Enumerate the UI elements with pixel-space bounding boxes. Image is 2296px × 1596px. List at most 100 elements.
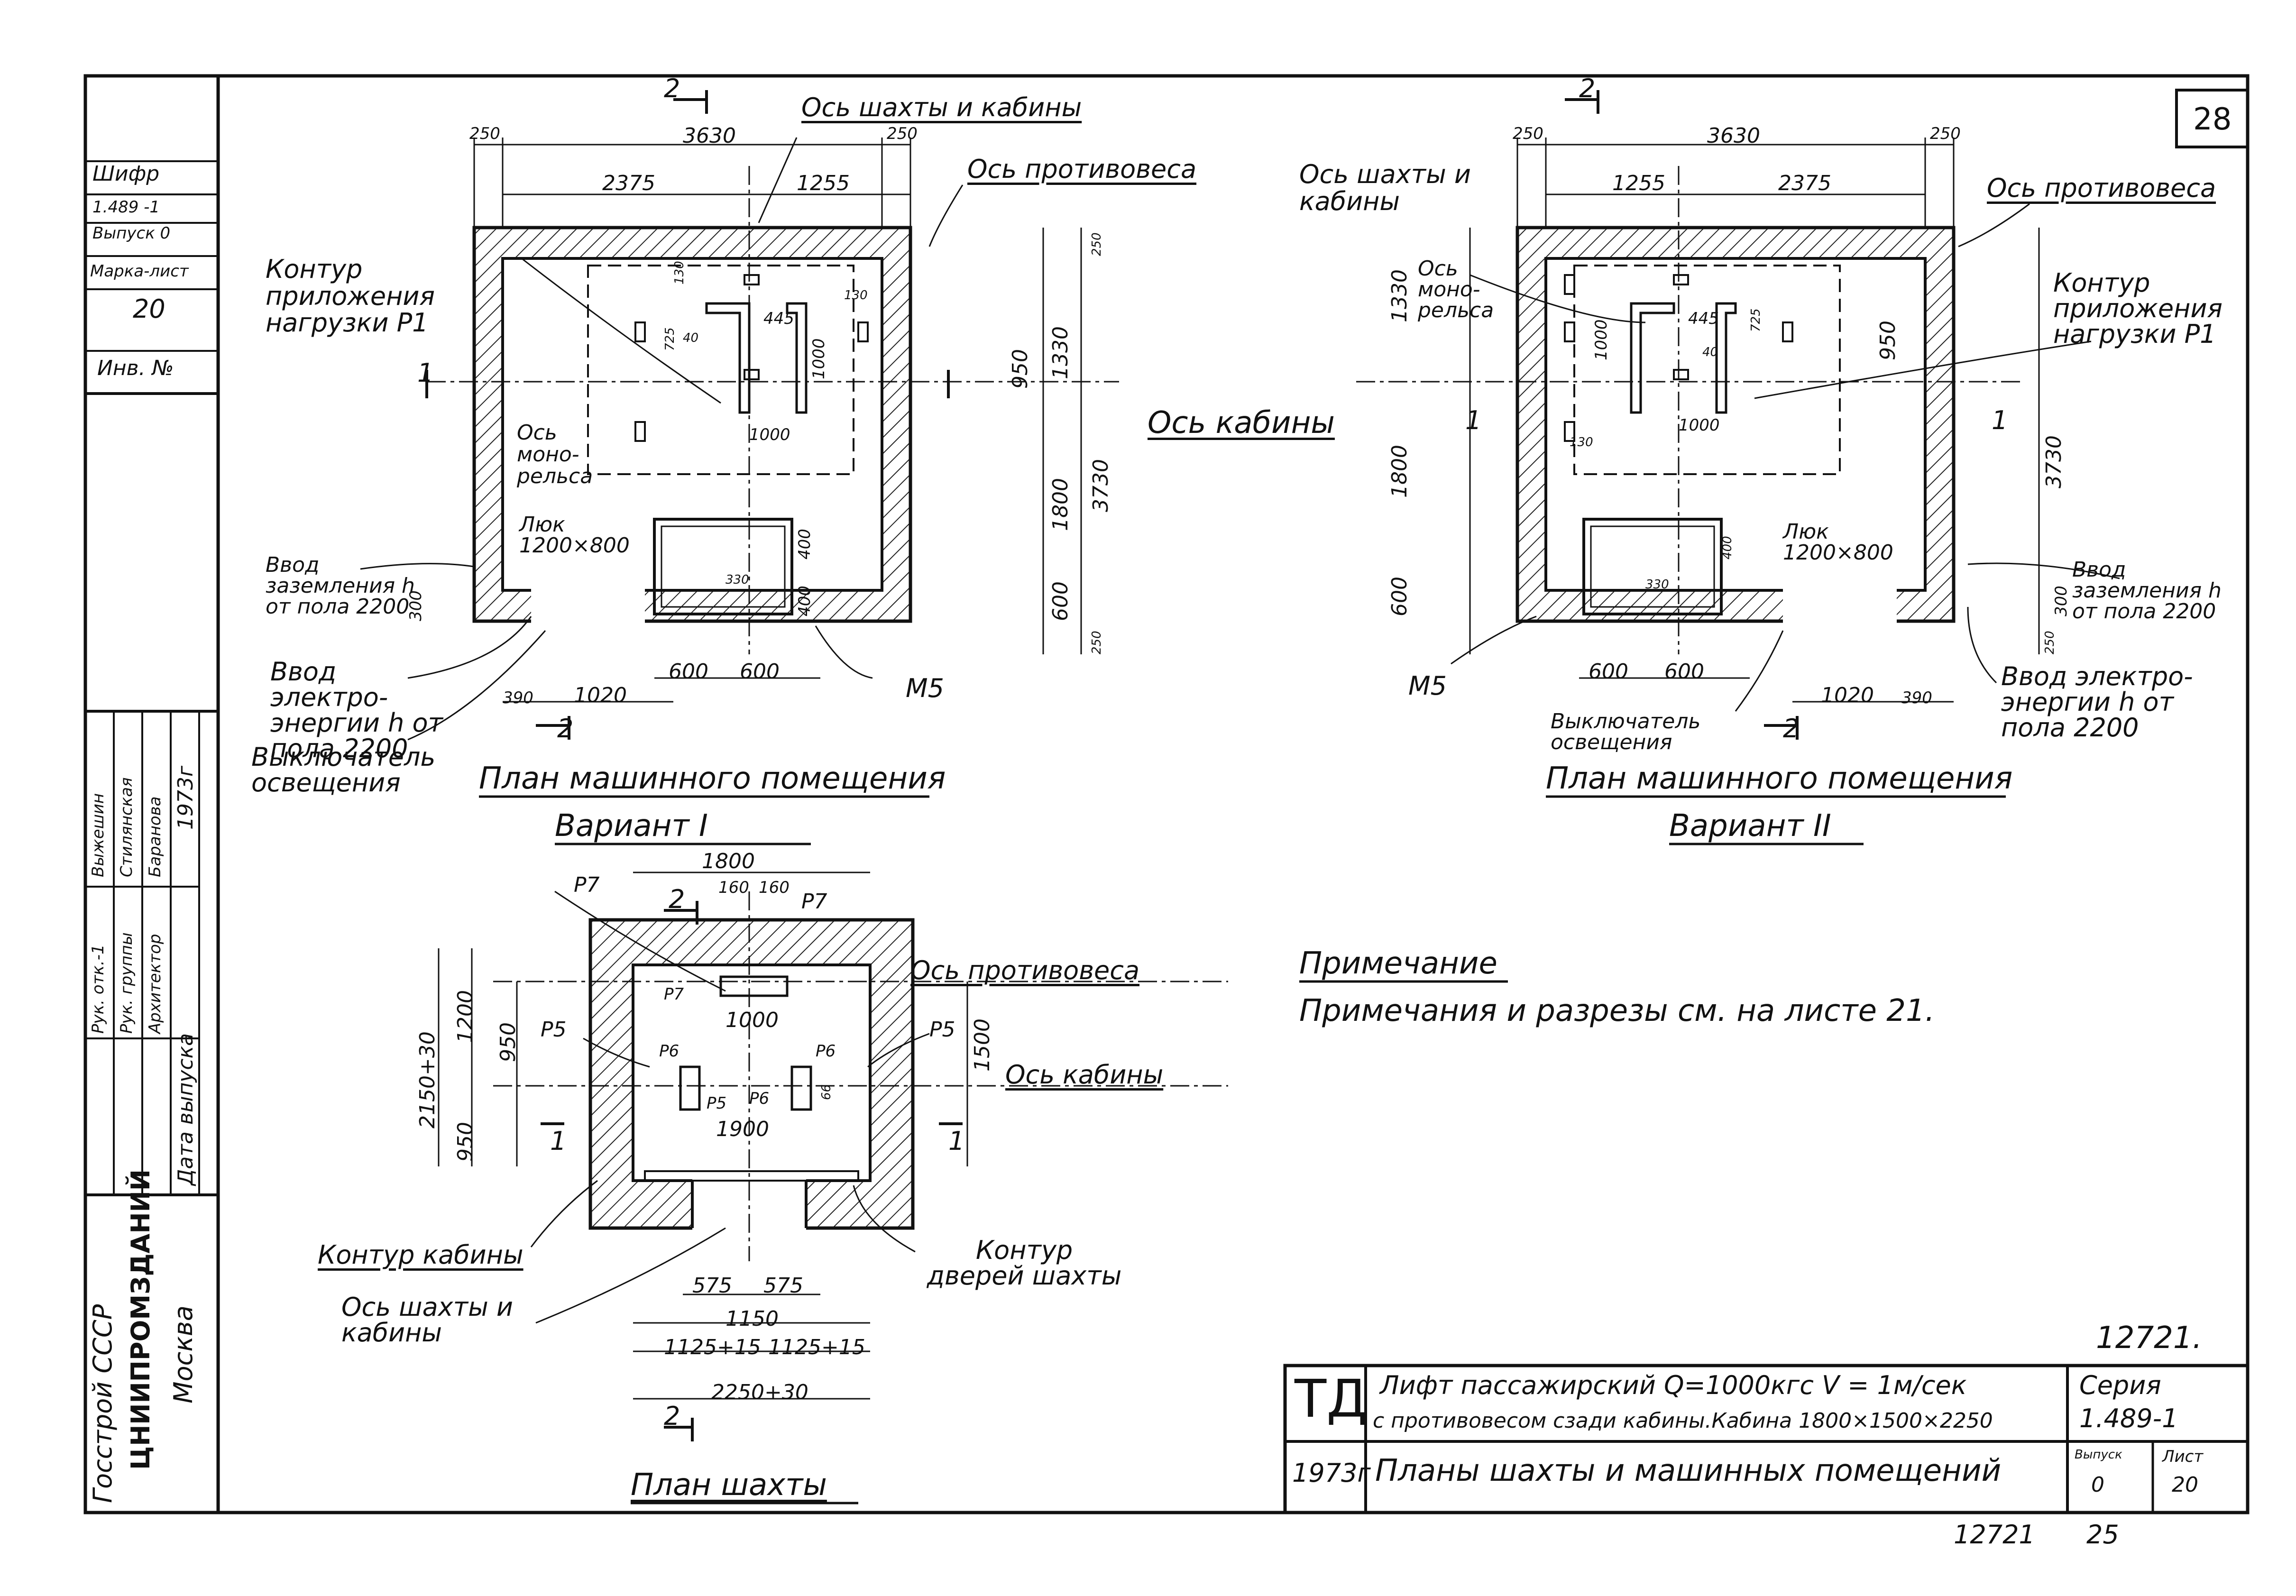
shaft-p7b: P7 bbox=[801, 890, 827, 914]
variant-1-plan bbox=[360, 90, 1119, 845]
shaft-p5a: P5 bbox=[541, 1018, 567, 1042]
org-line-2: ЦНИИПРОМЗДАНИЙ bbox=[126, 1169, 156, 1470]
v2-dim-330: 330 bbox=[1645, 578, 1669, 592]
shaft-dim-950a: 950 bbox=[496, 1022, 520, 1062]
shaft-dim-160b: 160 bbox=[759, 878, 790, 897]
v1-power-input-label: Ввод электро- энергии h от пола 2200 bbox=[270, 657, 443, 763]
mark-sheet-label: Марка-лист bbox=[90, 262, 189, 281]
v1-dim-1000b: 1000 bbox=[749, 425, 790, 444]
v1-shaft-axis-label: Ось шахты и кабины bbox=[801, 92, 1082, 122]
shaft-cabin-axis-label: Ось кабины bbox=[1005, 1060, 1164, 1090]
role-1: Рук. отк.-1 bbox=[89, 944, 108, 1034]
v1-dim-h-wall-bottom: 250 bbox=[1090, 631, 1104, 654]
shaft-p6a: P6 bbox=[659, 1042, 680, 1061]
v2-dim-250: 250 bbox=[2043, 631, 2057, 654]
v2-dim-h-total: 3730 bbox=[2042, 435, 2066, 488]
v2-variant: Вариант II bbox=[1669, 808, 1831, 844]
v2-dim-600b: 600 bbox=[1664, 660, 1704, 684]
shaft-p7c: P7 bbox=[664, 985, 684, 1004]
v2-dim-445: 445 bbox=[1688, 309, 1719, 328]
shaft-dim-1200: 1200 bbox=[453, 990, 478, 1043]
v1-dim-950: 950 bbox=[1008, 349, 1032, 389]
v1-m5-label: М5 bbox=[906, 673, 944, 703]
title-mark: ТД bbox=[1295, 1368, 1368, 1429]
v2-dim-w2: 2375 bbox=[1778, 171, 1831, 195]
role-3: Архитектор bbox=[146, 934, 165, 1034]
shaft-dim-1800: 1800 bbox=[702, 849, 755, 873]
bottom-number: 12721 bbox=[1954, 1520, 2035, 1550]
shaft-dim-66: 66 bbox=[819, 1084, 834, 1100]
v2-dim-total: 3630 bbox=[1707, 124, 1760, 148]
v1-dim-300: 300 bbox=[406, 590, 425, 621]
v1-variant: Вариант I bbox=[555, 808, 708, 844]
shaft-dim-1500: 1500 bbox=[970, 1018, 994, 1072]
v2-monorail-axis-label: Ось моно- рельса bbox=[1418, 257, 1494, 322]
shaft-counterweight-axis-label: Ось противовеса bbox=[910, 955, 1140, 985]
series-label: Серия bbox=[2079, 1370, 2161, 1400]
v2-dim-1020: 1020 bbox=[1821, 683, 1874, 707]
variant-2-plan bbox=[1356, 90, 2120, 845]
title-line-1: Лифт пассажирский Q=1000кгс V = 1м/сек bbox=[1380, 1370, 1967, 1400]
shaft-p6c: P6 bbox=[749, 1089, 770, 1108]
v2-shaft-axis-label: Ось шахты и кабины bbox=[1299, 159, 1471, 216]
v2-dim-300: 300 bbox=[2052, 586, 2071, 616]
v2-ground-input-label: Ввод заземления h от пола 2200 bbox=[2072, 558, 2222, 624]
v2-section-1-left: 1 bbox=[1465, 405, 1482, 435]
title-line-2: с противовесом сзади кабины.Кабина 1800×… bbox=[1373, 1409, 1993, 1433]
v1-dim-400b: 400 bbox=[795, 586, 814, 616]
org-line-1: Госстрой СССР bbox=[88, 1304, 118, 1503]
v1-dim-right-wall: 250 bbox=[887, 124, 918, 143]
v1-dim-390: 390 bbox=[503, 688, 533, 707]
shaft-dim-1000: 1000 bbox=[726, 1008, 779, 1032]
v1-light-switch-label: Выключатель освещения bbox=[251, 742, 436, 798]
shaft-dim-2150: 2150+30 bbox=[415, 1031, 440, 1128]
v1-dim-w1: 2375 bbox=[602, 171, 655, 195]
shaft-section-2-top: 2 bbox=[669, 884, 685, 914]
shaft-dim-1150: 1150 bbox=[726, 1307, 779, 1331]
name-1: Выжешин bbox=[89, 793, 108, 877]
shaft-dim-1125a: 1125+15 bbox=[664, 1335, 761, 1359]
v2-section-1-right: 1 bbox=[1992, 405, 2008, 435]
shaft-section-1-left: 1 bbox=[550, 1126, 567, 1156]
sheet-frame bbox=[83, 74, 2250, 1514]
v1-dim-40: 40 bbox=[683, 331, 699, 345]
v2-load-contour-label: Контур приложения нагрузки P1 bbox=[2053, 268, 2223, 349]
v2-dim-600a: 600 bbox=[1589, 660, 1628, 684]
bottom-page: 25 bbox=[2086, 1520, 2119, 1550]
v2-section-2-top: 2 bbox=[1579, 73, 1596, 103]
v1-monorail-axis-label: Ось моно- рельса bbox=[517, 421, 593, 489]
sheet-number: 28 bbox=[2193, 102, 2232, 137]
v1-dim-h1: 1330 bbox=[1048, 326, 1073, 379]
v1-ground-input-label: Ввод заземления h от пола 2200 bbox=[266, 553, 415, 619]
v1-dim-130b: 130 bbox=[844, 288, 868, 303]
v1-dim-1000a: 1000 bbox=[809, 338, 828, 379]
v2-dim-130: 130 bbox=[1570, 435, 1593, 449]
v1-hatch-label: Люк 1200×800 bbox=[519, 513, 630, 558]
v1-dim-left-wall: 250 bbox=[469, 124, 500, 143]
v2-dim-950: 950 bbox=[1876, 321, 1900, 360]
shaft-section-2-bottom: 2 bbox=[664, 1401, 680, 1431]
v2-dim-390: 390 bbox=[1901, 688, 1932, 707]
cipher-value: 1.489 -1 bbox=[92, 198, 160, 217]
v1-section-1: 1 bbox=[417, 358, 434, 388]
v2-dim-w1: 1255 bbox=[1612, 171, 1665, 195]
v1-dim-725: 725 bbox=[663, 327, 677, 351]
v1-dim-h3: 600 bbox=[1048, 581, 1073, 621]
v1-dim-h-total: 3730 bbox=[1089, 459, 1113, 512]
v1-dim-600b: 600 bbox=[740, 660, 780, 684]
org-line-3: Москва bbox=[168, 1305, 198, 1403]
v1-dim-400a: 400 bbox=[795, 529, 814, 560]
role-2: Рук. группы bbox=[117, 932, 136, 1034]
v2-dim-725: 725 bbox=[1749, 308, 1763, 332]
v2-hatch-label: Люк 1200×800 bbox=[1783, 520, 1893, 565]
v2-dim-right-wall: 250 bbox=[1930, 124, 1961, 143]
sheet-value: 20 bbox=[2172, 1473, 2198, 1497]
v1-section-2-top: 2 bbox=[664, 73, 680, 103]
v1-dim-600a: 600 bbox=[669, 660, 708, 684]
v1-load-contour-label: Контур приложения нагрузки P1 bbox=[266, 254, 435, 338]
v2-counterweight-axis-label: Ось противовеса bbox=[1987, 173, 2216, 203]
v1-dim-w2: 1255 bbox=[797, 171, 850, 195]
v2-section-2-bottom: 2 bbox=[1783, 714, 1800, 743]
title-year: 1973г bbox=[1292, 1458, 1371, 1488]
